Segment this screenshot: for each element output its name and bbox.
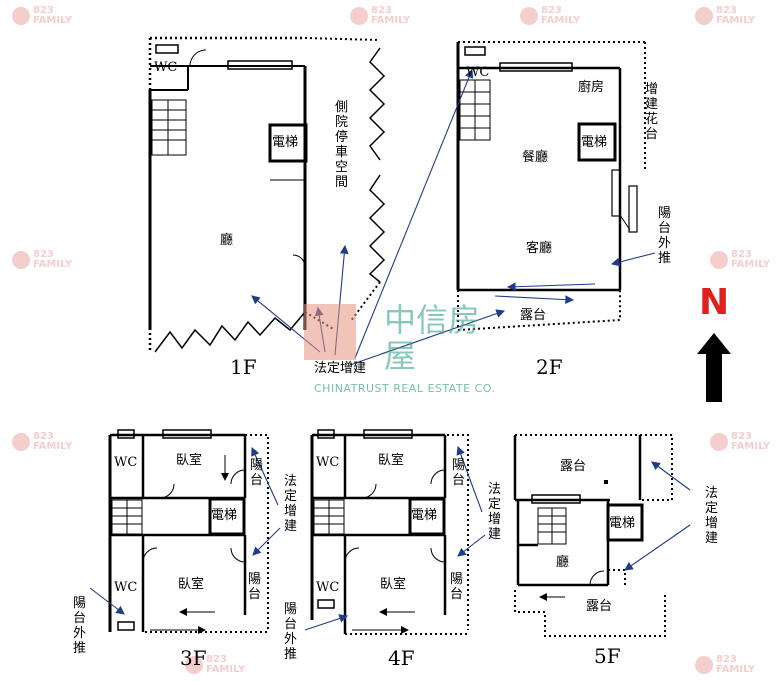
f4-wc-top-label: WC [316, 455, 340, 470]
floor-5f-label: 5F [594, 644, 621, 668]
f3-balcony-out-annotation: 陽台外推 [72, 596, 86, 656]
watermark-logo-icon [695, 7, 713, 25]
watermark-logo-icon [185, 656, 203, 674]
annotation-arrows [89, 68, 691, 631]
f1-side-yard-label: 側院停車空間 [334, 100, 348, 190]
floor-3f-plan [108, 429, 269, 634]
f4-bedroom-top-label: 臥室 [378, 453, 405, 468]
f3-balcony-bottom-label: 陽台 [247, 572, 261, 602]
f4-elevator-label: 電梯 [411, 508, 438, 523]
watermark-logo-icon [12, 433, 30, 451]
f4-wc-bottom-label: WC [316, 580, 340, 595]
f4-legal-extension-annotation: 法定增建 [487, 482, 501, 542]
f2-balcony-annotation: 陽台外推 [657, 206, 671, 266]
f5-terrace-bottom-label: 露台 [586, 599, 613, 614]
f1-wc-label: WC [154, 60, 178, 75]
company-watermark: 中信房屋 CHINATRUST REAL ESTATE CO. [300, 300, 500, 398]
floor-5f-plan [513, 434, 673, 637]
f2-dining-label: 餐廳 [522, 150, 549, 165]
f5-terrace-top-label: 露台 [560, 459, 587, 474]
watermark-logo-icon [695, 656, 713, 674]
north-label: N [699, 282, 730, 323]
f2-terrace-label: 露台 [520, 308, 547, 323]
watermark-logo-icon [520, 7, 538, 25]
watermark-logo-icon [350, 7, 368, 25]
f1-elevator-label: 電梯 [272, 135, 299, 150]
floor-1f-label: 1F [230, 355, 257, 379]
f2-garden-annotation: 增建花台 [644, 82, 658, 142]
floor-2f-label: 2F [536, 355, 563, 379]
company-name-en: CHINATRUST REAL ESTATE CO. [314, 382, 496, 395]
f2-kitchen-label: 廚房 [578, 80, 605, 95]
floor-3f-label: 3F [180, 646, 207, 670]
f4-balcony-top-label: 陽台 [451, 458, 465, 488]
north-arrow-icon [697, 333, 731, 402]
f3-bedroom-bottom-label: 臥室 [178, 577, 205, 592]
f5-elevator-label: 電梯 [609, 516, 636, 531]
f3-legal-extension-annotation: 法定增建 [283, 474, 297, 534]
f2-wc-label: WC [466, 65, 490, 80]
floor-2f-plan [456, 41, 646, 332]
f3-wc-top-label: WC [114, 455, 138, 470]
f4-bedroom-bottom-label: 臥室 [380, 577, 407, 592]
f3-wc-bottom-label: WC [114, 580, 138, 595]
f5-hall-label: 廳 [556, 555, 570, 570]
watermark-logo-icon [12, 251, 30, 269]
f4-balcony-bottom-label: 陽台 [449, 572, 463, 602]
f1-legal-extension-label: 法定增建 [314, 361, 367, 376]
f4-balcony-out-annotation: 陽台外推 [283, 602, 297, 662]
f5-legal-extension-annotation: 法定增建 [704, 486, 718, 546]
floor-4f-label: 4F [388, 646, 415, 670]
floor-1f-plan [148, 36, 386, 353]
f1-hall-label: 廳 [220, 233, 234, 248]
company-name-cn: 中信房屋 [384, 301, 481, 375]
watermark-logo-icon [710, 433, 728, 451]
floor-4f-plan [310, 429, 469, 635]
company-logo-icon [304, 304, 356, 360]
f2-elevator-label: 電梯 [581, 135, 608, 150]
f2-living-label: 客廳 [526, 241, 553, 256]
f3-bedroom-top-label: 臥室 [176, 453, 203, 468]
f3-balcony-top-label: 陽台 [249, 458, 263, 488]
watermark-logo-icon [12, 7, 30, 25]
f3-elevator-label: 電梯 [211, 508, 238, 523]
watermark-logo-icon [710, 251, 728, 269]
